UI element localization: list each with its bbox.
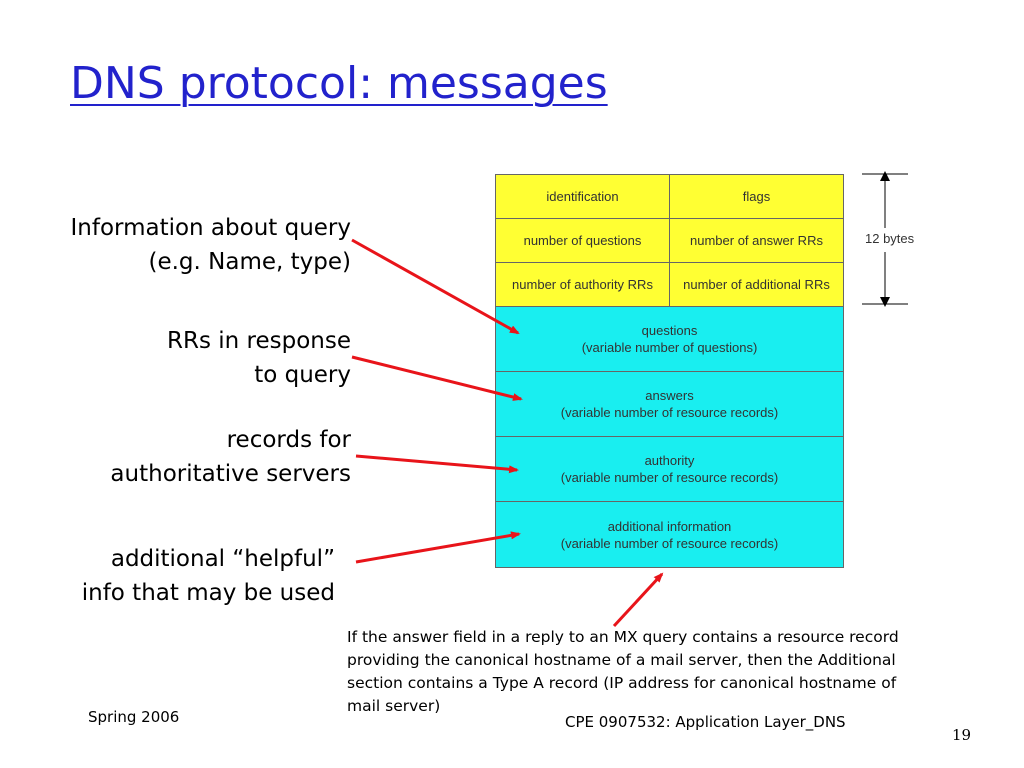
header-row: identification flags xyxy=(496,175,843,219)
page-number: 19 xyxy=(952,726,972,744)
section-name: additional information xyxy=(607,518,732,534)
field-num-authority-rrs: number of authority RRs xyxy=(512,277,653,292)
arrow-authoritative xyxy=(355,454,519,474)
dns-message-format: identification flags number of questions… xyxy=(495,174,844,568)
mx-query-note: If the answer field in a reply to an MX … xyxy=(347,626,1022,718)
section-detail: (variable number of resource records) xyxy=(560,470,779,485)
label-line: Information about query xyxy=(70,215,351,241)
label-line: (e.g. Name, type) xyxy=(148,249,352,275)
section-name: questions xyxy=(641,323,698,338)
slide-title: DNS protocol: messages xyxy=(70,58,608,109)
section-detail: (variable number of resource records) xyxy=(560,405,779,420)
note-line: providing the canonical hostname of a ma… xyxy=(347,651,896,669)
arrow-query-info xyxy=(351,238,520,335)
header-row: number of questions number of answer RRs xyxy=(496,219,843,263)
label-line: additional “helpful” xyxy=(110,546,335,572)
section-name: authority xyxy=(644,453,695,468)
section-name: answers xyxy=(645,388,694,403)
label-query-info: Information about query (e.g. Name, type… xyxy=(70,211,351,279)
section-answers: answers (variable number of resource rec… xyxy=(496,372,843,437)
note-line: mail server) xyxy=(347,697,441,715)
label-line: info that may be used xyxy=(81,580,335,606)
section-detail: (variable number of resource records) xyxy=(560,535,779,551)
footer-date: Spring 2006 xyxy=(88,708,180,726)
bytes-label: 12 bytes xyxy=(865,231,915,246)
arrow-response-rrs xyxy=(351,355,523,401)
note-line: If the answer field in a reply to an MX … xyxy=(347,628,899,646)
field-num-additional-rrs: number of additional RRs xyxy=(669,263,843,306)
footer-course: CPE 0907532: Application Layer_DNS xyxy=(565,713,846,731)
label-response-rrs: RRs in response to query xyxy=(167,324,351,392)
label-line: to query xyxy=(254,362,351,388)
section-additional-info: additional information (variable number … xyxy=(496,502,843,567)
label-additional: additional “helpful” info that may be us… xyxy=(82,542,335,610)
label-line: authoritative servers xyxy=(110,461,351,487)
section-authority: authority (variable number of resource r… xyxy=(496,437,843,502)
note-line: section contains a Type A record (IP add… xyxy=(347,674,897,692)
field-num-questions: number of questions xyxy=(523,233,642,248)
arrow-additional xyxy=(355,531,521,564)
label-line: records for xyxy=(226,427,351,453)
label-line: RRs in response xyxy=(167,328,351,354)
field-identification: identification xyxy=(546,189,619,204)
field-num-answer-rrs: number of answer RRs xyxy=(669,219,843,262)
section-detail: (variable number of questions) xyxy=(581,340,758,355)
arrow-note xyxy=(612,572,664,628)
section-questions: questions (variable number of questions) xyxy=(496,307,843,372)
header-row: number of authority RRs number of additi… xyxy=(496,263,843,307)
field-flags: flags xyxy=(669,175,843,218)
label-authoritative: records for authoritative servers xyxy=(110,423,351,491)
